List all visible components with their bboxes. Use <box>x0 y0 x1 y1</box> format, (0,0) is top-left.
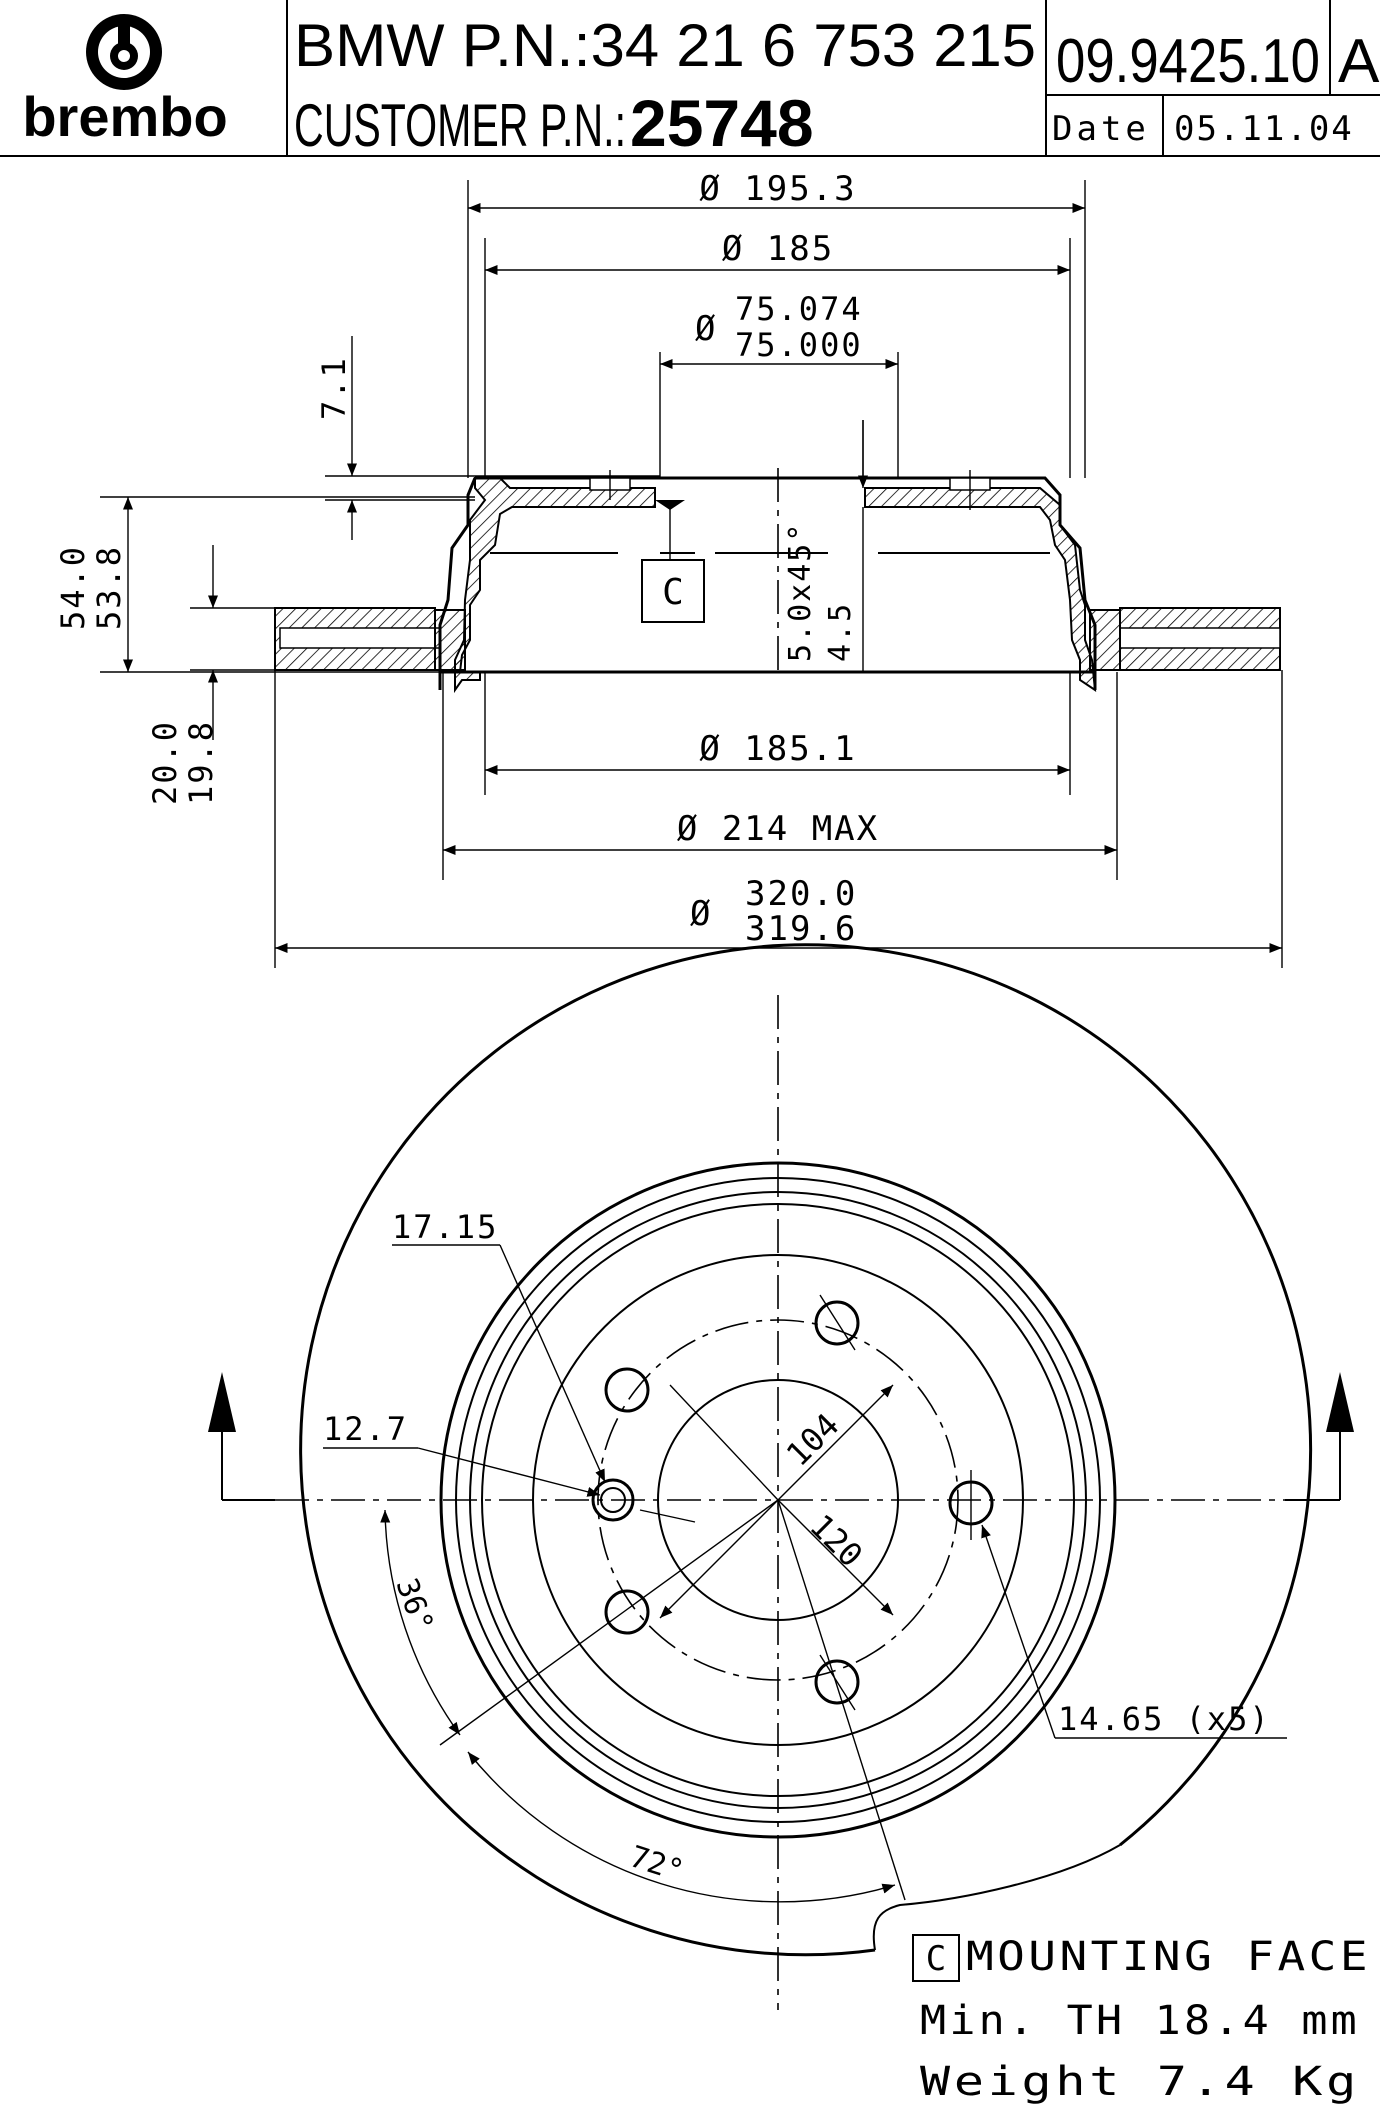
dim-185-1: Ø 185.1 <box>699 729 856 769</box>
dim-320-symbol: Ø <box>690 894 710 934</box>
dim-75-074: 75.074 <box>735 290 863 328</box>
mounting-face-note: MOUNTING FACE <box>966 1934 1371 1980</box>
datum-c-box <box>641 559 705 623</box>
bolt-hole-top <box>814 1294 860 1351</box>
dim-7-1: 7.1 <box>315 356 353 420</box>
title-block: brembo BMW P.N.:34 21 6 753 215 CUSTOMER… <box>0 0 1380 160</box>
bolt-hole-bottom <box>814 1654 860 1711</box>
bmw-part-number: BMW P.N.:34 21 6 753 215 <box>294 12 1036 79</box>
dim-36-deg: 36° <box>388 1574 439 1637</box>
hub-section-left <box>454 477 656 694</box>
weight-note: Weight 7.4 Kg <box>920 2059 1360 2104</box>
mounting-face-datum-box <box>912 1934 960 1982</box>
dim-72-deg: 72° <box>626 1839 688 1889</box>
bolt-hole-right <box>948 1470 994 1540</box>
min-thickness-note: Min. TH 18.4 mm <box>920 1998 1360 2044</box>
datum-c-label: C <box>662 572 684 613</box>
customer-part-label: CUSTOMER P.N.: <box>294 92 626 159</box>
dim-195-3: Ø 195.3 <box>699 169 856 209</box>
brembo-logo: brembo <box>22 14 228 148</box>
dim-320-0: 320.0 <box>745 874 857 914</box>
chamfer-5-0: 5.0x45° <box>783 522 818 662</box>
bolt-hole-lower-left <box>604 1589 650 1635</box>
dim-12-7: 12.7 <box>323 1410 408 1448</box>
mounting-face-datum-letter: C <box>926 1939 946 1979</box>
dim-319-6: 319.6 <box>745 909 857 949</box>
dim-75-000: 75.000 <box>735 326 863 364</box>
date-value: 05.11.04 <box>1174 109 1354 149</box>
dim-120: 120 <box>802 1507 870 1575</box>
dim-75-symbol: Ø <box>695 309 715 349</box>
dim-53-8: 53.8 <box>90 545 128 630</box>
rotor-outer-edge <box>299 943 1313 1957</box>
front-view: 104 120 17.15 12.7 14.65 (x5) 36° 72° <box>208 943 1354 2010</box>
date-label: Date <box>1052 109 1150 149</box>
drawing-number: 09.9425.10 <box>1056 27 1320 96</box>
bolt-hole-upper-left <box>604 1367 650 1413</box>
dim-20-0: 20.0 <box>146 720 184 805</box>
brembo-wordmark: brembo <box>22 85 227 148</box>
dim-19-8: 19.8 <box>182 720 220 805</box>
bolt-hole-left <box>591 1478 635 1522</box>
dim-214-max: Ø 214 MAX <box>677 809 879 849</box>
dim-104: 104 <box>779 1406 847 1474</box>
revision-letter: A <box>1338 27 1380 96</box>
dim-54-0: 54.0 <box>54 545 92 630</box>
dim-14-65: 14.65 (x5) <box>1058 1700 1271 1738</box>
dim-17-15: 17.15 <box>392 1208 498 1246</box>
notes-block: C MOUNTING FACE Min. TH 18.4 mm Weight 7… <box>912 1934 1371 2105</box>
customer-part-number: 25748 <box>630 86 814 160</box>
section-view: C Ø 195.3 Ø 185 Ø 75.074 75.000 7.1 54.0… <box>54 169 1283 968</box>
dim-185: Ø 185 <box>722 229 834 269</box>
chamfer-4-5: 4.5 <box>823 602 858 662</box>
